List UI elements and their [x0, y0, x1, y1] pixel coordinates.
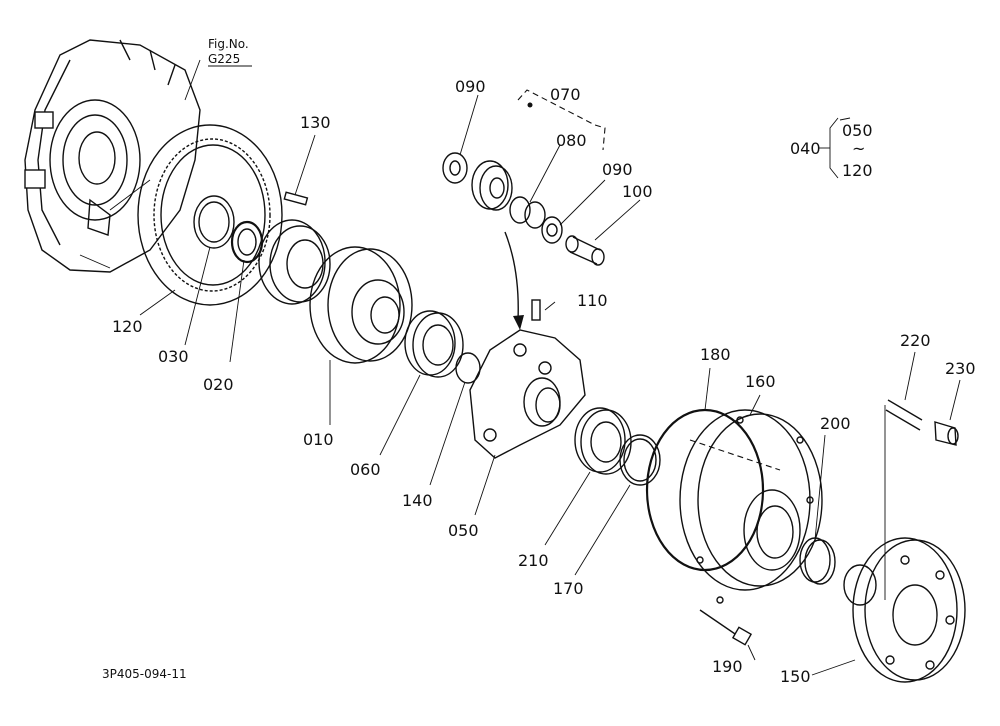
bolt-190 — [699, 609, 753, 646]
bearing-210 — [574, 407, 632, 475]
drawing-code: 3P405-094-11 — [102, 667, 187, 681]
o-ring-170 — [619, 434, 661, 486]
assembly-arrow — [504, 231, 519, 321]
label-120: 120 — [112, 317, 143, 336]
bearing-large — [258, 219, 331, 305]
carrier-gear-010 — [309, 246, 413, 364]
bearing-060 — [404, 310, 464, 378]
label-090a: 090 — [455, 77, 486, 96]
snap-ring-140 — [455, 352, 481, 384]
label-080: 080 — [556, 131, 587, 150]
stud-220 — [884, 399, 923, 600]
shaft-100 — [565, 235, 605, 266]
needle-bearing-080 — [509, 196, 546, 229]
label-060: 060 — [350, 460, 381, 479]
label-020: 020 — [203, 375, 234, 394]
fig-no-value: G225 — [208, 52, 240, 66]
label-190: 190 — [712, 657, 743, 676]
label-160: 160 — [745, 372, 776, 391]
label-010: 010 — [303, 430, 334, 449]
carrier-plate-050 — [469, 329, 586, 459]
label-220: 220 — [900, 331, 931, 350]
label-200: 200 — [820, 414, 851, 433]
label-140: 140 — [402, 491, 433, 510]
pin-110 — [531, 299, 541, 321]
axle-flange-150 — [843, 537, 966, 683]
label-030: 030 — [158, 347, 189, 366]
gear-housing — [24, 39, 201, 273]
label-040: 040 — [790, 139, 821, 158]
label-070: 070 — [550, 85, 581, 104]
label-090b: 090 — [602, 160, 633, 179]
label-110: 110 — [577, 291, 608, 310]
label-050-range-start: 050 — [842, 121, 873, 140]
label-050: 050 — [448, 521, 479, 540]
label-120-range-end: 120 — [842, 161, 873, 180]
bearing-020 — [230, 220, 264, 264]
washer-030 — [193, 195, 235, 249]
label-180: 180 — [700, 345, 731, 364]
ring-gear-120 — [137, 124, 283, 306]
label-150: 150 — [780, 667, 811, 686]
fig-no-label: Fig.No. — [208, 37, 249, 51]
axle-housing-160 — [679, 409, 823, 604]
label-130: 130 — [300, 113, 331, 132]
washer-090b — [541, 216, 563, 244]
nut-230 — [934, 421, 959, 446]
label-170: 170 — [553, 579, 584, 598]
leader-lines — [139, 59, 961, 676]
label-range-tilde: ~ — [852, 139, 865, 158]
label-230: 230 — [945, 359, 976, 378]
washer-090a — [442, 152, 468, 184]
label-210: 210 — [518, 551, 549, 570]
label-100: 100 — [622, 182, 653, 201]
planet-gear — [471, 160, 513, 211]
pin-130 — [283, 191, 309, 206]
